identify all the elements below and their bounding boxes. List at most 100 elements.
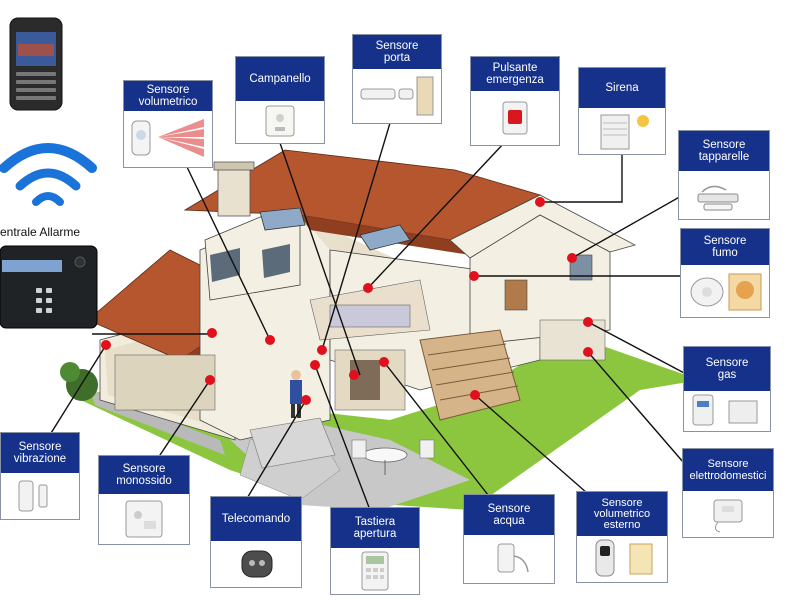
- gas-sensor-icon: [684, 391, 770, 431]
- connector-volumetrico: [186, 166, 271, 341]
- card-title-line2: porta: [383, 52, 411, 64]
- connector-campanello: [279, 142, 361, 376]
- card-title-line1: Campanello: [249, 73, 311, 85]
- card-title-line1: Sensore: [18, 441, 62, 453]
- sensor-dot-volumetrico: [265, 335, 275, 345]
- sensor-dot-tapparelle: [567, 253, 577, 263]
- smoke-detector-icon: [681, 265, 769, 317]
- card-title-line1: Sensore: [705, 357, 749, 369]
- card-header: Tastiera apertura: [331, 508, 419, 548]
- doorbell-icon: [236, 101, 324, 143]
- keypad-icon: [331, 548, 419, 594]
- card-title-line2: fumo: [712, 247, 738, 259]
- card-header: Sensore elettrodomestici: [683, 449, 773, 491]
- sensor-dot-emergenza: [363, 283, 373, 293]
- connector-lines: [27, 122, 691, 511]
- sensor-dot-acqua: [379, 357, 389, 367]
- card-header: Sensore volumetrico esterno: [577, 492, 667, 536]
- card-header: Sensore acqua: [464, 495, 554, 535]
- card-sensore-elettrodomestici: Sensore elettrodomestici: [682, 448, 774, 538]
- card-title-line1: Sensore: [703, 235, 747, 247]
- sensor-dot-porta: [317, 345, 327, 355]
- card-header: Sensore porta: [353, 35, 441, 69]
- card-sensore-volumetrico: Sensore volumetrico: [123, 80, 213, 168]
- sensor-dots: [101, 197, 593, 405]
- card-sensore-acqua: Sensore acqua: [463, 494, 555, 584]
- connector-sirena: [540, 155, 623, 203]
- card-pulsante-emergenza: Pulsante emergenza: [470, 56, 560, 146]
- card-title-line3: esterno: [603, 518, 641, 531]
- card-header: Sensore fumo: [681, 229, 769, 265]
- card-title-line1: Telecomando: [221, 513, 291, 525]
- card-header: Sensore volumetrico: [124, 81, 212, 111]
- connector-emergenza: [367, 141, 506, 289]
- connector-gas: [587, 321, 689, 376]
- card-sensore-volumetrico-esterno: Sensore volumetrico esterno: [576, 491, 668, 583]
- sensor-dot-vibrazione: [101, 340, 111, 350]
- card-sensore-monossido: Sensore monossido: [98, 455, 190, 545]
- sensor-dot-monossido: [205, 375, 215, 385]
- card-header: Sensore monossido: [99, 456, 189, 494]
- sensor-dot-volumetrico-esterno: [470, 390, 480, 400]
- card-sirena: Sirena: [578, 67, 666, 155]
- connector-volumetrico-esterno: [474, 394, 596, 501]
- card-header: Sensore vibrazione: [1, 433, 79, 473]
- sensor-dot-elettrodomestici: [583, 347, 593, 357]
- card-title-line1: Tastiera: [354, 516, 396, 528]
- card-sensore-gas: Sensore gas: [683, 346, 771, 432]
- card-title-line1: Sensore: [707, 458, 749, 470]
- smartphone-image: [9, 17, 63, 111]
- card-title-line1: Sirena: [605, 82, 639, 94]
- house-illustration: [60, 149, 700, 510]
- card-title-line2: tapparelle: [698, 151, 750, 163]
- connector-porta: [321, 122, 391, 351]
- sensor-dot-centrale: [207, 328, 217, 338]
- connector-elettrodomestici: [587, 351, 691, 471]
- card-header: Sirena: [579, 68, 665, 108]
- connector-tastiera: [314, 364, 371, 511]
- card-header: Sensore gas: [684, 347, 770, 391]
- card-title-line1: Sensore: [122, 463, 166, 475]
- card-title-line2: vibrazione: [13, 453, 67, 465]
- vibration-sensor-icon: [1, 473, 79, 519]
- card-tastiera-apertura: Tastiera apertura: [330, 507, 420, 595]
- card-title-line1: Sensore: [601, 496, 643, 509]
- card-title-line2: monossido: [116, 475, 172, 487]
- connector-acqua: [383, 361, 493, 501]
- connector-tapparelle: [571, 194, 684, 259]
- card-header: Pulsante emergenza: [471, 57, 559, 91]
- connector-telecomando: [239, 399, 307, 511]
- card-title-line2: gas: [717, 369, 737, 381]
- card-header: Sensore tapparelle: [679, 131, 769, 171]
- motion-sensor-icon: [124, 111, 212, 167]
- co-sensor-icon: [99, 494, 189, 544]
- panic-button-icon: [471, 91, 559, 145]
- card-sensore-vibrazione: Sensore vibrazione: [0, 432, 80, 520]
- card-campanello: Campanello: [235, 56, 325, 144]
- sensor-dot-tastiera: [310, 360, 320, 370]
- central-alarm-label: entrale Allarme: [0, 225, 81, 239]
- sensor-dot-campanello: [349, 370, 359, 380]
- siren-icon: [579, 108, 665, 154]
- card-title-line1: Sensore: [702, 139, 746, 151]
- remote-control-icon: [211, 541, 301, 587]
- alarm-central-panel: [0, 245, 98, 329]
- card-title-line2: elettrodomestici: [689, 470, 767, 482]
- wifi-icon: [0, 143, 97, 206]
- card-title-line1: Pulsante: [492, 62, 538, 74]
- sensor-dot-fumo: [469, 271, 479, 281]
- card-title-line2: emergenza: [486, 74, 544, 86]
- card-title-line2: acqua: [493, 515, 525, 527]
- sensor-dot-telecomando: [301, 395, 311, 405]
- card-title-line1: Sensore: [487, 503, 531, 515]
- shutter-sensor-icon: [679, 171, 769, 219]
- appliance-sensor-icon: [683, 491, 773, 537]
- card-sensore-tapparelle: Sensore tapparelle: [678, 130, 770, 220]
- card-telecomando: Telecomando: [210, 496, 302, 588]
- sensor-dot-sirena: [535, 197, 545, 207]
- outdoor-motion-sensor-icon: [577, 536, 667, 582]
- door-sensor-icon: [353, 69, 441, 123]
- card-sensore-porta: Sensore porta: [352, 34, 442, 124]
- card-sensore-fumo: Sensore fumo: [680, 228, 770, 318]
